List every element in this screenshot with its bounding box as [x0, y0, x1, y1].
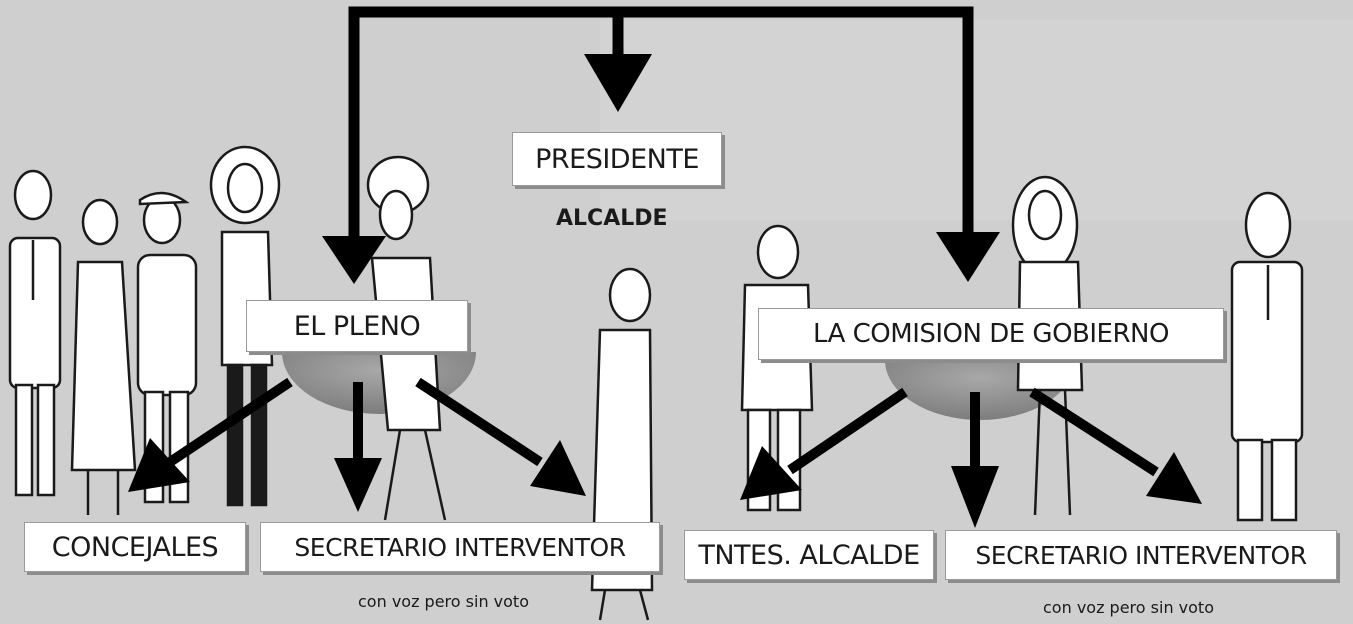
- comision-note: con voz pero sin voto: [1043, 598, 1214, 617]
- arrow-to-pleno: [322, 236, 386, 284]
- presidente-box: PRESIDENTE: [512, 132, 722, 186]
- concejales-box: CONCEJALES: [24, 522, 246, 572]
- arrow-to-presidente: [584, 54, 652, 112]
- comision-arrows: [740, 387, 1202, 528]
- comision-box: LA COMISION DE GOBIERNO: [758, 308, 1224, 360]
- cartoon-person-icon: [8, 169, 62, 497]
- pleno-secretario-box: SECRETARIO INTERVENTOR: [260, 522, 660, 572]
- arrow-to-comision: [936, 232, 1000, 282]
- arrowheads: [322, 54, 1000, 284]
- background-band: [600, 20, 1353, 220]
- pleno-box: EL PLENO: [246, 300, 468, 352]
- cartoon-person-icon: [1230, 191, 1304, 522]
- comision-secretario-box: SECRETARIO INTERVENTOR: [945, 530, 1337, 580]
- pleno-note: con voz pero sin voto: [358, 592, 529, 611]
- tenientes-box: TNTES. ALCALDE: [684, 530, 934, 580]
- cartoon-person-icon: [70, 198, 137, 515]
- pleno-arrows: [128, 377, 586, 512]
- alcalde-label: ALCALDE: [556, 206, 668, 231]
